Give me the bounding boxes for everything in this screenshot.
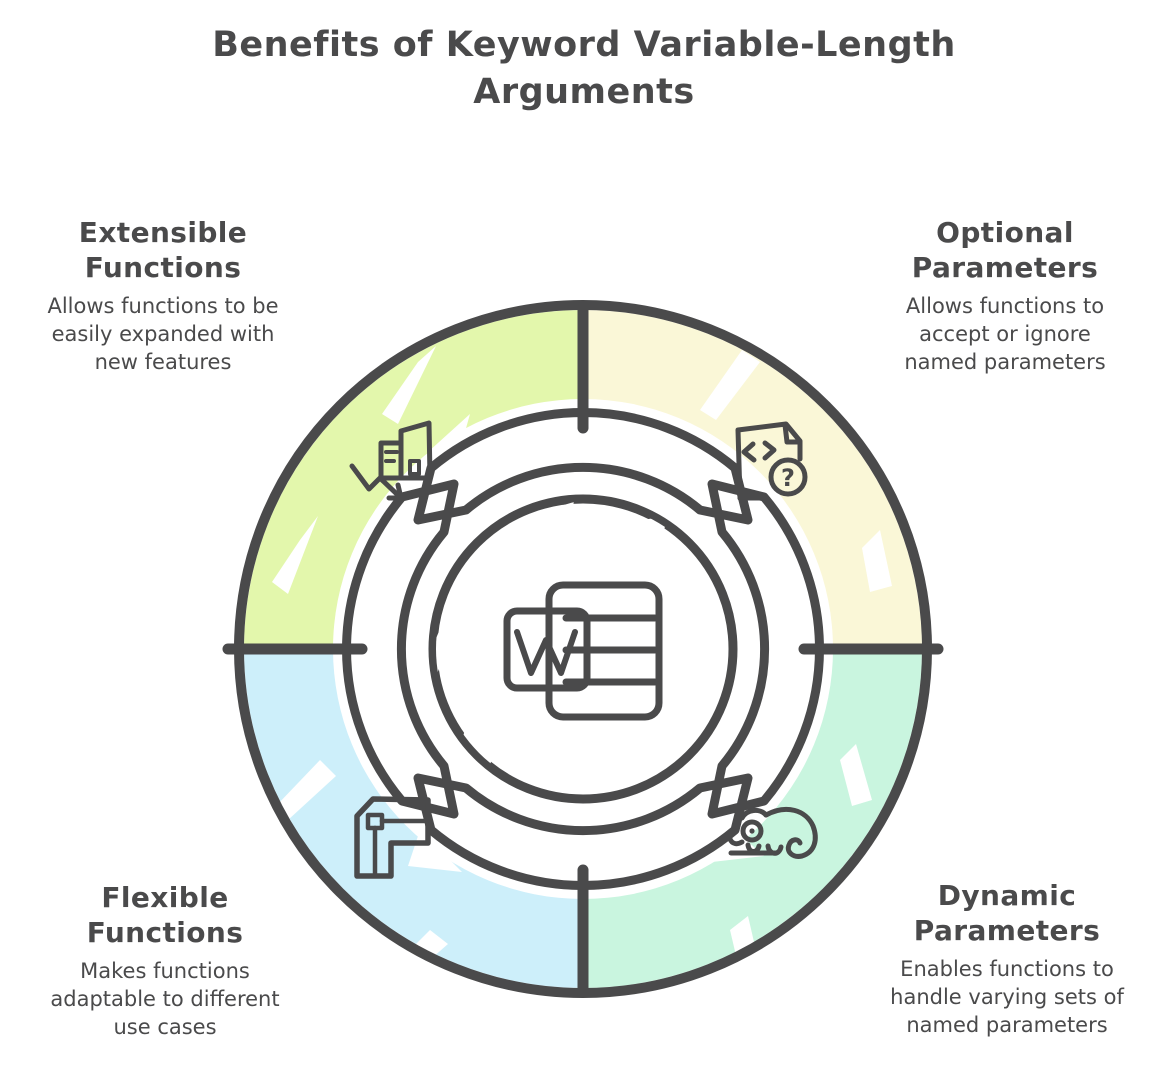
desc-line: handle varying sets of — [890, 985, 1124, 1009]
label-dynamic-parameters: Dynamic Parameters Enables functions to … — [852, 878, 1162, 1039]
desc-line: accept or ignore — [919, 322, 1091, 346]
title-line-1: Benefits of Keyword Variable-Length — [212, 25, 956, 65]
quadrant-heading: Extensible Functions — [8, 215, 318, 285]
arm-outline — [354, 796, 431, 879]
zigzag-arrow-shaft — [349, 463, 403, 500]
quadrant-sector-bottom-right — [583, 649, 922, 988]
heading-line: Parameters — [911, 251, 1099, 284]
quadrant-dividers — [222, 300, 944, 998]
desc-line: Makes functions — [80, 959, 250, 983]
file-fold-corner — [782, 422, 803, 445]
code-bracket-left — [741, 441, 757, 463]
building-shape — [398, 420, 433, 481]
desc-line: named parameters — [906, 1013, 1108, 1037]
desc-line: new features — [94, 350, 232, 374]
question-badge — [768, 457, 808, 497]
letter-w-glyph — [514, 629, 578, 676]
center-circle — [428, 494, 738, 804]
heading-line: Flexible — [101, 881, 229, 914]
document-text-lines — [562, 614, 659, 686]
arrow-head — [386, 482, 404, 501]
code-bracket-right — [762, 440, 777, 461]
heading-line: Dynamic — [937, 879, 1077, 912]
cycle-arc-right — [707, 479, 824, 819]
chameleon-icon — [727, 806, 818, 859]
building-annex — [378, 440, 404, 481]
label-flexible-functions: Flexible Functions Makes functions adapt… — [12, 880, 318, 1041]
page-title: Benefits of Keyword Variable-Length Argu… — [0, 22, 1168, 116]
word-document-logo-icon — [503, 581, 663, 721]
cycle-arc-bottom — [413, 773, 753, 890]
heading-line: Functions — [84, 251, 242, 284]
chameleon-front-leg — [745, 842, 762, 854]
chameleon-pupil — [749, 828, 755, 834]
quadrant-description: Enables functions to handle varying sets… — [852, 955, 1162, 1039]
quadrant-sector-top-right — [583, 310, 922, 649]
quadrant-description: Makes functions adaptable to different u… — [12, 957, 318, 1041]
quadrant-ring — [244, 310, 922, 988]
quadrant-sector-top-left — [244, 310, 583, 649]
desc-line: named parameters — [904, 350, 1106, 374]
title-line-2: Arguments — [473, 72, 695, 112]
quadrant-description: Allows functions to be easily expanded w… — [8, 292, 318, 376]
chameleon-eye — [740, 819, 764, 843]
cycle-arc-top — [413, 408, 753, 525]
heading-line: Optional — [936, 216, 1074, 249]
quadrant-sector-bottom-left — [244, 649, 583, 988]
expanding-building-arrow-icon — [349, 420, 433, 501]
quadrant-heading: Dynamic Parameters — [852, 878, 1162, 948]
label-optional-parameters: Optional Parameters Allows functions to … — [852, 215, 1158, 376]
annex-lines — [384, 450, 399, 463]
desc-line: Allows functions to be — [47, 294, 279, 318]
chameleon-mouth — [727, 836, 745, 847]
code-file-question-icon: ? — [735, 421, 808, 501]
quadrant-heading: Flexible Functions — [12, 880, 318, 950]
desc-line: Enables functions to — [900, 957, 1114, 981]
label-extensible-functions: Extensible Functions Allows functions to… — [8, 215, 318, 376]
question-mark-glyph: ? — [781, 464, 795, 492]
chameleon-crest — [739, 808, 769, 821]
desc-line: use cases — [113, 1015, 217, 1039]
quadrant-description: Allows functions to accept or ignore nam… — [852, 292, 1158, 376]
heading-line: Parameters — [913, 914, 1101, 947]
heading-line: Extensible — [78, 216, 248, 249]
desc-line: Allows functions to — [905, 294, 1105, 318]
flexible-arm-icon — [354, 796, 431, 879]
desc-line: easily expanded with — [51, 322, 275, 346]
quadrant-heading: Optional Parameters — [852, 215, 1158, 285]
heading-line: Functions — [86, 916, 244, 949]
letter-tile — [503, 607, 591, 692]
chameleon-body-tail — [763, 806, 818, 859]
chameleon-back-leg — [765, 843, 784, 856]
desc-line: adaptable to different — [50, 987, 280, 1011]
building-window — [408, 459, 421, 476]
